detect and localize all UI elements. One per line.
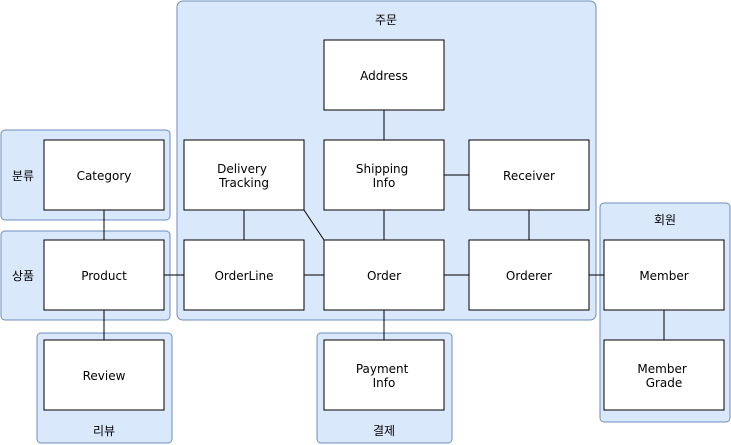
entity-address-label: Address <box>360 69 408 83</box>
region-order-label: 주문 <box>375 13 397 27</box>
entity-product: Product <box>43 239 165 311</box>
entity-order-label: Order <box>367 269 401 283</box>
region-member-label: 회원 <box>654 213 676 227</box>
entity-shipping-info-label: Shipping Info <box>356 162 412 190</box>
connector-tracking-order <box>303 209 325 241</box>
region-product-label: 상품 <box>12 269 34 283</box>
entity-member-label: Member <box>639 269 688 283</box>
entity-member-grade-label: Member Grade <box>637 362 690 390</box>
entity-product-label: Product <box>81 269 127 283</box>
entity-review: Review <box>43 339 165 411</box>
region-payment-label: 결제 <box>373 424 395 438</box>
entity-order-line: OrderLine <box>183 239 305 311</box>
region-review-label: 리뷰 <box>93 424 115 438</box>
entity-payment-info-label: Payment Info <box>356 362 412 390</box>
entity-member: Member <box>603 239 725 311</box>
entity-delivery-tracking-label: Delivery Tracking <box>217 162 271 190</box>
entity-orderer-label: Orderer <box>506 269 552 283</box>
connectors <box>103 110 665 340</box>
entity-shipping-info: Shipping Info <box>323 139 445 211</box>
entity-receiver: Receiver <box>468 139 590 211</box>
entity-member-grade: Member Grade <box>603 339 725 411</box>
entity-delivery-tracking: Delivery Tracking <box>183 139 305 211</box>
entity-receiver-label: Receiver <box>503 169 555 183</box>
entity-category-label: Category <box>77 169 132 183</box>
entity-payment-info: Payment Info <box>323 339 445 411</box>
entity-address: Address <box>323 39 445 111</box>
entity-category: Category <box>43 139 165 211</box>
entity-review-label: Review <box>83 369 126 383</box>
entity-order-line-label: OrderLine <box>214 269 273 283</box>
region-category-label: 분류 <box>12 169 34 183</box>
entity-orderer: Orderer <box>468 239 590 311</box>
entity-order: Order <box>323 239 445 311</box>
